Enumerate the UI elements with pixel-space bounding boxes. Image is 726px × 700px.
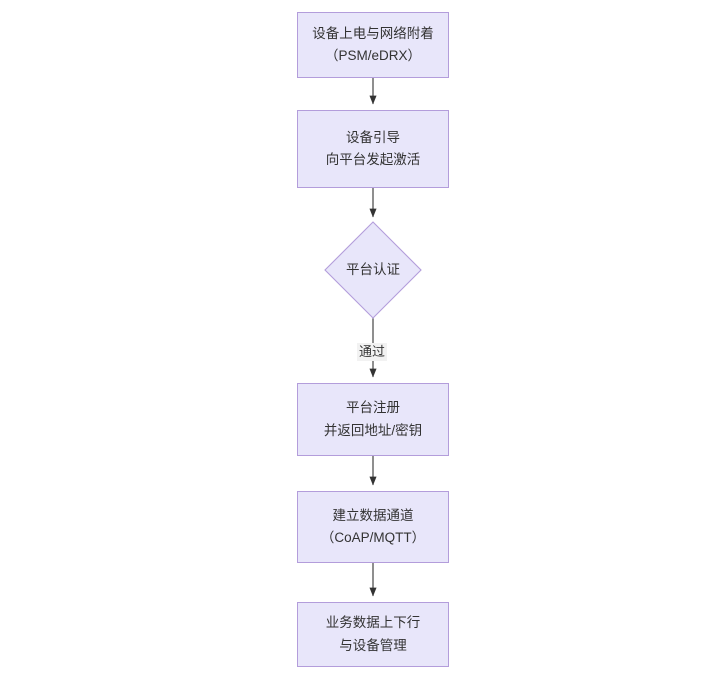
node-data-channel-line1: 建立数据通道 — [332, 507, 414, 523]
node-bootstrap-line1: 设备引导 — [346, 129, 400, 145]
node-service-data-line1: 业务数据上下行 — [325, 615, 421, 631]
edge-label-pass-text: 通过 — [359, 344, 386, 359]
node-service-data-line2: 与设备管理 — [339, 637, 407, 653]
node-platform-auth-label: 平台认证 — [346, 261, 400, 277]
node-platform-auth-shape — [324, 221, 422, 319]
node-service-data[interactable]: 业务数据上下行 与设备管理 — [297, 602, 449, 667]
node-platform-auth[interactable]: 平台认证 — [325, 222, 421, 318]
node-power-on[interactable]: 设备上电与网络附着 （PSM/eDRX） — [297, 12, 449, 78]
node-platform-register-line2: 并返回地址/密钥 — [323, 422, 423, 438]
node-data-channel[interactable]: 建立数据通道 （CoAP/MQTT） — [297, 491, 449, 563]
node-data-channel-line2: （CoAP/MQTT） — [320, 530, 426, 545]
node-platform-register[interactable]: 平台注册 并返回地址/密钥 — [297, 383, 449, 456]
node-bootstrap[interactable]: 设备引导 向平台发起激活 — [297, 110, 449, 188]
node-power-on-line2: （PSM/eDRX） — [324, 48, 422, 63]
edge-label-pass: 通过 — [357, 343, 388, 361]
node-bootstrap-line2: 向平台发起激活 — [325, 152, 421, 167]
node-platform-register-line1: 平台注册 — [346, 400, 400, 416]
node-power-on-line1: 设备上电与网络附着 — [312, 25, 434, 41]
